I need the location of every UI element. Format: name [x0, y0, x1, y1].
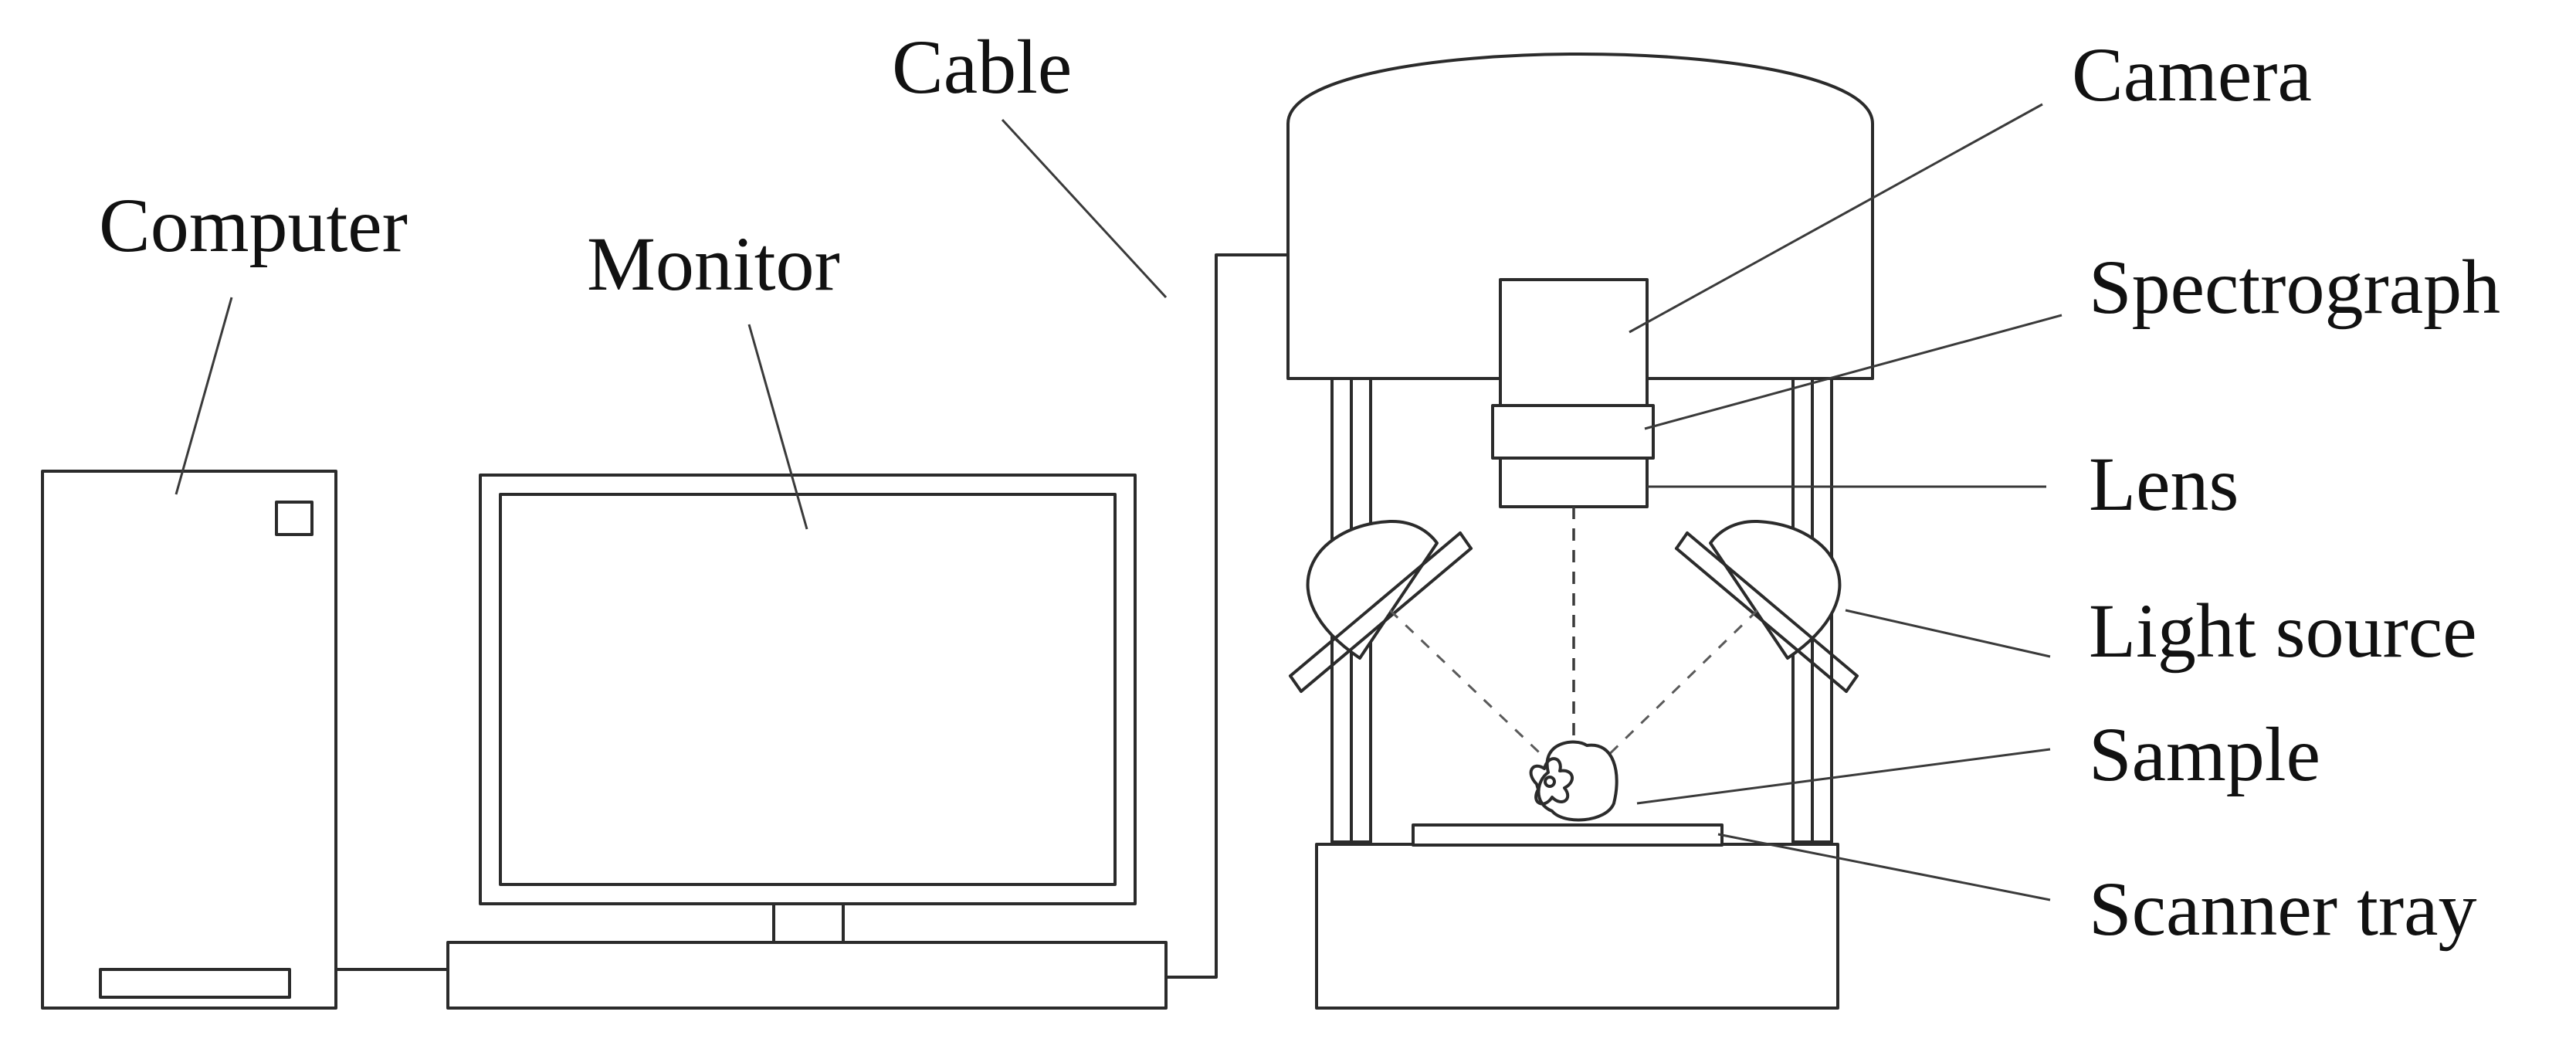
left-illumination-ray — [1388, 609, 1554, 766]
spectrograph — [1491, 404, 1655, 460]
sample-leader — [1636, 748, 2051, 805]
cable-label: Cable — [892, 24, 1072, 110]
scanner-tray — [1412, 823, 1724, 847]
monitor — [479, 474, 1137, 944]
cabinet-top-housing — [1286, 53, 1874, 380]
scanner-tray-label: Scanner tray — [2089, 866, 2477, 952]
monitor-label: Monitor — [587, 221, 840, 307]
cabinet-base — [1315, 843, 1839, 1010]
left-light-source — [1289, 519, 1473, 693]
computer-drive-slot — [99, 968, 291, 999]
computer-power-button — [275, 501, 314, 536]
monitor-stand — [772, 902, 845, 944]
lens — [1499, 457, 1649, 508]
right-illumination-ray — [1597, 609, 1759, 766]
camera — [1499, 278, 1649, 407]
lens-label: Lens — [2089, 441, 2239, 527]
cable-leader — [1001, 118, 1168, 299]
spectrograph-label: Spectrograph — [2089, 244, 2500, 330]
monitor-leader — [747, 324, 808, 530]
scanner-tray-leader — [1717, 833, 2051, 901]
sample — [1529, 740, 1618, 822]
cable-line — [1164, 253, 1290, 979]
imaging-cabinet — [1286, 53, 1874, 1010]
light-source-leader — [1845, 609, 2051, 658]
light-source-label: Light source — [2089, 588, 2477, 674]
computer-tower — [41, 470, 337, 1010]
computer-leader — [175, 297, 233, 495]
spectrograph-leader — [1644, 314, 2062, 430]
keyboard — [446, 941, 1168, 1010]
computer-label: Computer — [99, 182, 408, 268]
camera-leader — [1629, 103, 2043, 334]
right-light-source — [1675, 519, 1859, 693]
camera-label: Camera — [2072, 32, 2312, 117]
sample-label: Sample — [2089, 711, 2320, 797]
monitor-screen — [499, 493, 1117, 886]
